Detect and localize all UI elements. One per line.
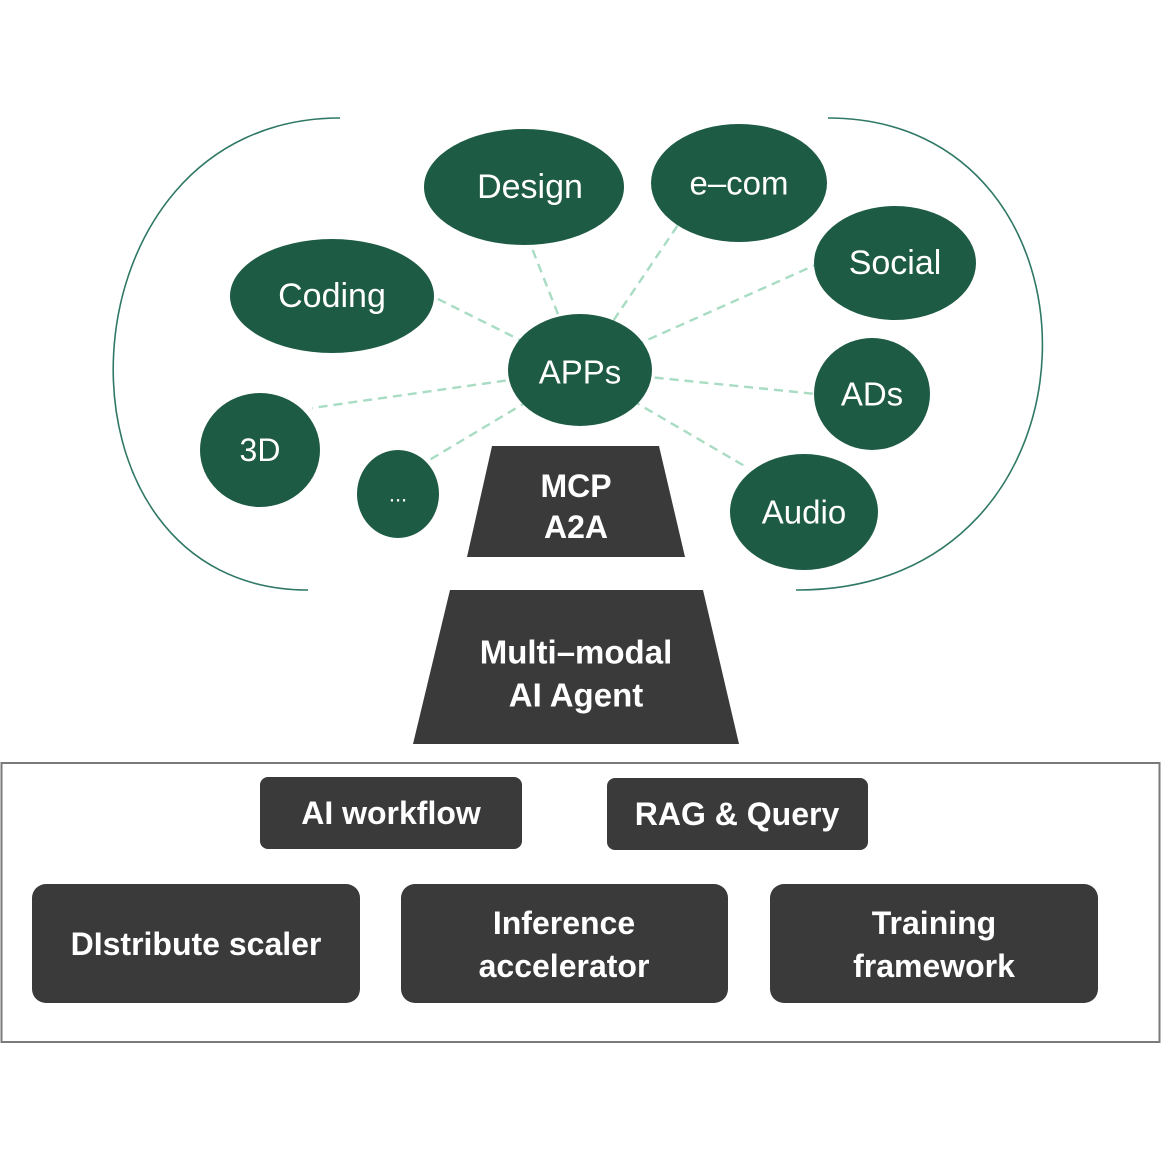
right-bracket bbox=[795, 117, 1044, 591]
app-node-3d[interactable]: 3D bbox=[200, 393, 320, 507]
connector-design bbox=[522, 227, 582, 371]
left-bracket bbox=[112, 117, 341, 591]
app-node-label: Audio bbox=[762, 494, 846, 531]
app-node-social[interactable]: Social bbox=[814, 206, 976, 320]
app-hub-apps[interactable]: APPs bbox=[508, 314, 652, 426]
platform-block-distribute-scaler[interactable]: DIstribute scaler bbox=[32, 884, 360, 1003]
platform-block-rag-query[interactable]: RAG & Query bbox=[607, 778, 868, 850]
platform-block-label-line-1: Training bbox=[872, 905, 996, 941]
app-node-label: Social bbox=[849, 244, 942, 282]
protocol-line-1: MCP bbox=[540, 468, 611, 504]
app-node-label: ADs bbox=[841, 376, 903, 413]
app-hub-label: APPs bbox=[539, 354, 622, 391]
app-node-label: ... bbox=[389, 482, 407, 507]
platform-container bbox=[0, 762, 1161, 1043]
platform-block-label-line-2: accelerator bbox=[479, 948, 650, 984]
protocol-layer[interactable]: MCP A2A bbox=[467, 446, 685, 557]
app-node-ads[interactable]: ADs bbox=[814, 338, 930, 450]
platform-block-label: AI workflow bbox=[301, 795, 481, 831]
app-node-label: e–com bbox=[689, 165, 788, 202]
platform-block-ai-workflow[interactable]: AI workflow bbox=[260, 777, 522, 849]
connector-coding bbox=[431, 294, 581, 372]
app-node-label: 3D bbox=[240, 432, 281, 468]
platform-block-label: DIstribute scaler bbox=[71, 926, 322, 962]
agent-line-2: AI Agent bbox=[509, 677, 643, 714]
platform-block-training-framework[interactable]: Training framework bbox=[770, 884, 1098, 1003]
platform-block-inference-accelerator[interactable]: Inference accelerator bbox=[401, 884, 728, 1003]
agent-layer[interactable]: Multi–modal AI Agent bbox=[413, 590, 739, 744]
app-node-more[interactable]: ... bbox=[357, 450, 439, 538]
platform-block-label: RAG & Query bbox=[635, 796, 840, 832]
platform-block-label-line-2: framework bbox=[853, 948, 1015, 984]
app-node-label: Design bbox=[477, 168, 583, 206]
connector-ads bbox=[579, 368, 817, 396]
app-node-design[interactable]: Design bbox=[424, 129, 624, 245]
app-node-label: Coding bbox=[278, 277, 386, 315]
agent-line-1: Multi–modal bbox=[480, 634, 673, 671]
platform-block-label-line-1: Inference bbox=[493, 905, 635, 941]
app-node-coding[interactable]: Coding bbox=[230, 239, 434, 353]
app-node-audio[interactable]: Audio bbox=[730, 454, 878, 570]
app-node-ecom[interactable]: e–com bbox=[651, 124, 827, 242]
app-nodes: Design e–com Social Coding APPs ADs 3D bbox=[200, 124, 976, 570]
protocol-line-2: A2A bbox=[544, 509, 608, 545]
